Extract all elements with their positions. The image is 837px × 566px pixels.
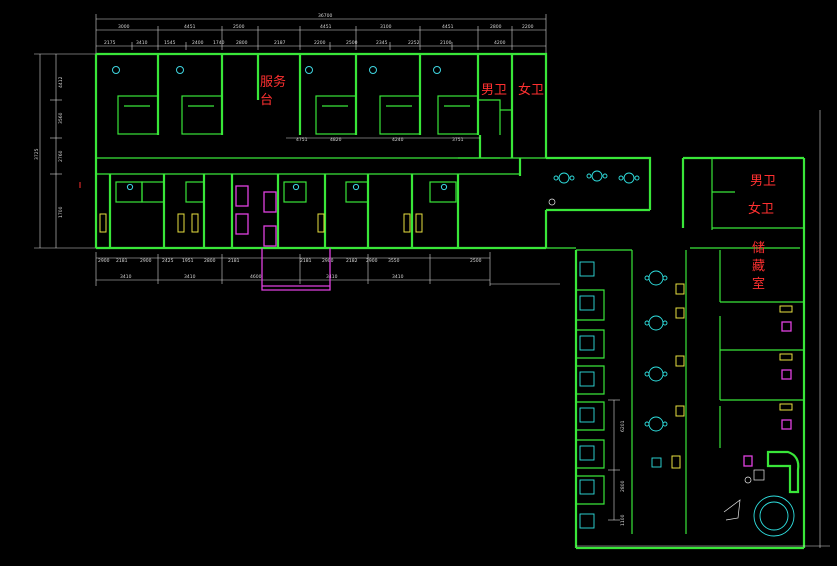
label-service-desk-1: 服务 <box>260 74 286 90</box>
top-guest-rooms <box>112 54 514 159</box>
top-dimension-lines <box>95 14 547 54</box>
svg-text:2181: 2181 <box>228 258 240 264</box>
svg-text:2252: 2252 <box>408 40 420 46</box>
svg-text:2800: 2800 <box>490 24 502 30</box>
svg-text:3100: 3100 <box>380 24 392 30</box>
label-womens-toilet-right: 女卫 <box>748 201 774 217</box>
svg-text:2800: 2800 <box>204 258 216 264</box>
lounge-area <box>548 170 640 206</box>
label-storage-2: 藏 <box>752 259 765 274</box>
dining-hall-walls <box>518 158 804 550</box>
booth-seating <box>576 261 605 529</box>
bottom-guest-rooms <box>108 174 460 248</box>
svg-text:2500: 2500 <box>346 40 358 46</box>
svg-text:2900: 2900 <box>322 258 334 264</box>
svg-text:2900: 2900 <box>98 258 110 264</box>
svg-text:6201: 6201 <box>620 420 626 432</box>
svg-text:1740: 1740 <box>213 40 225 46</box>
label-mens-toilet-top: 男卫 <box>481 83 507 98</box>
svg-text:3410: 3410 <box>392 274 404 280</box>
svg-text:4451: 4451 <box>184 24 196 30</box>
right-wing-walls <box>681 156 806 548</box>
svg-text:2400: 2400 <box>192 40 204 46</box>
svg-text:2800: 2800 <box>620 480 626 492</box>
svg-text:2345: 2345 <box>376 40 388 46</box>
label-service-desk-2: 台 <box>260 93 273 108</box>
room-labels: 服务 台 男卫 女卫 男卫 女卫 储 藏 室 <box>260 74 776 292</box>
svg-text:4600: 4600 <box>250 274 262 280</box>
svg-text:3725: 3725 <box>34 148 40 160</box>
label-storage-3: 室 <box>752 276 765 292</box>
svg-text:4451: 4451 <box>320 24 332 30</box>
svg-text:2500: 2500 <box>233 24 245 30</box>
svg-text:2200: 2200 <box>314 40 326 46</box>
svg-text:2200: 2200 <box>522 24 534 30</box>
svg-text:2900: 2900 <box>366 258 378 264</box>
mid-dimension: 4751 4820 4240 3751 <box>286 137 480 143</box>
left-dimension-texts: 4412 3560 3725 2760 1700 <box>34 76 64 218</box>
svg-text:4451: 4451 <box>442 24 454 30</box>
svg-text:4240: 4240 <box>392 137 404 143</box>
svg-text:1700: 1700 <box>58 206 64 218</box>
svg-text:2760: 2760 <box>58 150 64 162</box>
svg-text:3410: 3410 <box>326 274 338 280</box>
bar-area <box>723 450 800 537</box>
svg-text:2100: 2100 <box>440 40 452 46</box>
svg-text:3410: 3410 <box>120 274 132 280</box>
svg-text:2181: 2181 <box>300 258 312 264</box>
svg-text:3410: 3410 <box>136 40 148 46</box>
svg-text:3410: 3410 <box>184 274 196 280</box>
top-dimension-texts: 36700 3000 4451 2500 4451 3100 4451 2800… <box>104 13 534 46</box>
private-room-fixtures <box>671 283 793 469</box>
svg-text:2425: 2425 <box>162 258 174 264</box>
label-storage-1: 储 <box>752 241 765 256</box>
svg-text:4412: 4412 <box>58 76 64 88</box>
svg-text:2800: 2800 <box>236 40 248 46</box>
svg-text:4820: 4820 <box>330 137 342 143</box>
svg-text:3550: 3550 <box>388 258 400 264</box>
svg-text:2187: 2187 <box>274 40 286 46</box>
svg-text:1545: 1545 <box>164 40 176 46</box>
svg-text:2182: 2182 <box>346 258 358 264</box>
bottom-dimension-lines <box>95 252 560 286</box>
svg-text:1951: 1951 <box>182 258 194 264</box>
svg-text:3000: 3000 <box>118 24 130 30</box>
dining-dimensions: 6201 2800 1100 <box>576 110 830 548</box>
exterior-walls <box>94 52 652 250</box>
svg-text:1100: 1100 <box>620 514 626 526</box>
left-dimension-lines <box>34 53 96 249</box>
dim-overall-width: 36700 <box>318 13 332 19</box>
svg-text:4200: 4200 <box>494 40 506 46</box>
svg-text:2500: 2500 <box>470 258 482 264</box>
label-womens-toilet-top: 女卫 <box>518 82 544 98</box>
label-mens-toilet-right: 男卫 <box>750 174 776 189</box>
round-dining-tables <box>644 270 668 468</box>
svg-text:3560: 3560 <box>58 112 64 124</box>
main-entrance <box>235 185 331 291</box>
svg-text:4751: 4751 <box>296 137 308 143</box>
room-cabinets <box>99 213 423 233</box>
svg-text:3751: 3751 <box>452 137 464 143</box>
svg-text:2900: 2900 <box>140 258 152 264</box>
svg-text:2181: 2181 <box>116 258 128 264</box>
svg-text:2175: 2175 <box>104 40 116 46</box>
bottom-dimension-texts: 2900 2181 2900 2425 1951 2800 2181 2181 … <box>98 258 482 280</box>
